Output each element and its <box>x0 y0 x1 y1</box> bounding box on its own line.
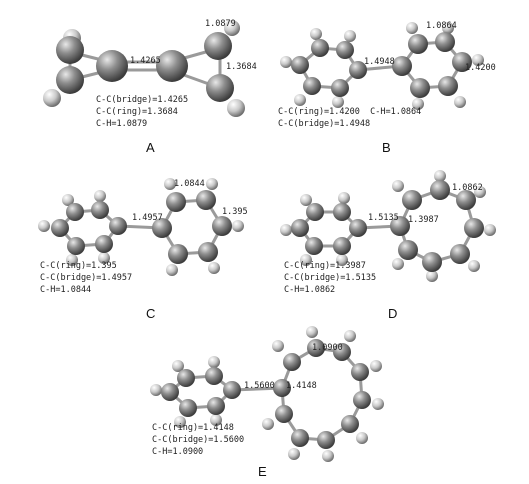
legend-d-line1: C-C(ring)=1.3987 <box>284 261 366 271</box>
bond-label-ch-d: 1.0862 <box>452 183 483 193</box>
atoms-d <box>280 170 496 282</box>
molecule-d <box>298 188 476 264</box>
legend-b-line2: C-C(bridge)=1.4948 <box>278 119 371 129</box>
caption-e: E <box>258 464 267 479</box>
bond-label-ch-c: 1.0844 <box>174 179 205 189</box>
legend-e-line3: C-H=1.0900 <box>152 447 204 457</box>
caption-c: C <box>146 306 156 321</box>
bond-label-bridge-b: 1.4948 <box>364 57 395 67</box>
legend-c-line3: C-H=1.0844 <box>40 285 92 295</box>
legend-d-line2: C-C(bridge)=1.5135 <box>284 273 377 283</box>
legend-a-line1: C-C(bridge)=1.4265 <box>96 95 189 105</box>
bond-label-bridge-e: 1.5600 <box>244 381 275 391</box>
atoms-e <box>150 326 384 462</box>
bond-label-ring-d: 1.3987 <box>408 215 439 225</box>
legend-e-line1: C-C(ring)=1.4148 <box>152 423 234 433</box>
bond-label-ch-a: 1.0879 <box>205 19 236 29</box>
bond-label-ring-a: 1.3684 <box>226 62 257 72</box>
bond-label-ring-c: 1.395 <box>222 207 248 217</box>
legend-a-line3: C-H=1.0879 <box>96 119 148 129</box>
legend-d-line3: C-H=1.0862 <box>284 285 336 295</box>
legend-b-line1: C-C(ring)=1.4200 C-H=1.0864 <box>278 107 422 117</box>
caption-d: D <box>388 306 398 321</box>
bond-label-ch-b: 1.0864 <box>426 21 457 31</box>
atoms-b <box>280 22 484 110</box>
caption-a: A <box>146 140 155 155</box>
bond-label-ch-e: 1.0900 <box>312 343 343 353</box>
atoms-a <box>43 20 245 117</box>
legend-c-line2: C-C(bridge)=1.4957 <box>40 273 133 283</box>
caption-b: B <box>382 140 391 155</box>
molecule-a <box>68 46 222 90</box>
bond-label-ring-b: 1.4200 <box>465 63 496 73</box>
legend-c-line1: C-C(ring)=1.395 <box>40 261 117 271</box>
bond-label-bridge-c: 1.4957 <box>132 213 163 223</box>
atoms-c <box>38 178 244 276</box>
legend-a-line2: C-C(ring)=1.3684 <box>96 107 178 117</box>
bond-label-ring-e: 1.4148 <box>286 381 317 391</box>
bond-label-bridge-d: 1.5135 <box>368 213 399 223</box>
bond-label-bridge-a: 1.4265 <box>130 56 161 66</box>
legend-e-line2: C-C(bridge)=1.5600 <box>152 435 245 445</box>
